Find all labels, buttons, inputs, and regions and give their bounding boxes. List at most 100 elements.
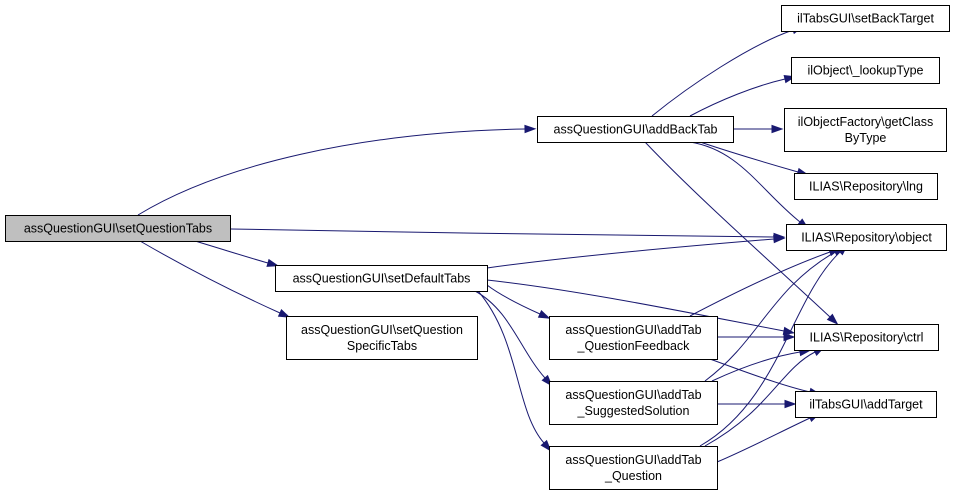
node-label: assQuestionGUI\setQuestionTabs	[24, 222, 212, 236]
edge-setDefaultTabs-to-ctrl	[486, 279, 796, 336]
edge-addTabQuestionFeedback-to-ctrl	[716, 332, 796, 342]
edge-setDefaultTabs-to-addTabQuestion	[477, 290, 552, 452]
edge-line	[711, 351, 801, 382]
edge-line	[689, 251, 831, 317]
edge-arrowhead	[540, 439, 552, 452]
edge-line	[689, 78, 786, 117]
nodes-layer: assQuestionGUI\setQuestionTabs assQuestio…	[5, 5, 950, 490]
node-label: SpecificTabs	[347, 339, 417, 353]
edge-addBackTab-to-setBackTarget	[651, 26, 804, 117]
node-addTabQuestion[interactable]: assQuestionGUI\addTab _Question	[549, 446, 718, 490]
node-box	[794, 324, 939, 351]
edge-setQuestionTabs-to-object	[230, 228, 786, 242]
node-label: assQuestionGUI\setQuestion	[301, 323, 463, 337]
edge-line	[486, 238, 775, 269]
edge-line	[651, 29, 794, 117]
node-box	[286, 316, 478, 360]
node-label: _SuggestedSolution	[577, 404, 690, 418]
edge-addBackTab-to-lookupType	[689, 75, 797, 117]
edge-addTabQuestionFeedback-to-object	[689, 248, 841, 317]
edge-line	[716, 417, 811, 463]
node-label: ilTabsGUI\addTarget	[809, 398, 923, 412]
edge-line	[699, 141, 799, 173]
edge-arrowhead	[771, 124, 784, 134]
node-box	[537, 116, 734, 143]
edge-line	[477, 290, 545, 444]
node-addTarget[interactable]: ilTabsGUI\addTarget	[795, 391, 937, 418]
node-label: ilObject\_lookupType	[807, 64, 923, 78]
node-label: assQuestionGUI\addTab	[565, 388, 701, 402]
node-setBackTarget[interactable]: ilTabsGUI\setBackTarget	[781, 5, 950, 32]
edge-line	[486, 279, 785, 332]
edge-setDefaultTabs-to-addTabQuestionFeedback	[486, 284, 551, 319]
node-box	[795, 391, 937, 418]
node-label: assQuestionGUI\addTab	[565, 453, 701, 467]
node-box	[794, 173, 938, 200]
edge-arrowhead	[537, 309, 551, 319]
edge-line	[474, 290, 546, 379]
node-object[interactable]: ILIAS\Repository\object	[786, 224, 947, 251]
edge-addBackTab-to-object	[689, 141, 809, 230]
node-label: assQuestionGUI\addBackTab	[554, 123, 718, 137]
node-box	[784, 108, 947, 152]
edge-setQuestionTabs-to-setQuestionSpecificTabs	[139, 240, 291, 318]
node-lng[interactable]: ILIAS\Repository\lng	[794, 173, 938, 200]
node-box	[786, 224, 947, 251]
edge-addBackTab-to-ctrl	[644, 141, 839, 325]
edge-addTabSuggestedSolution-to-addTarget	[716, 399, 797, 409]
edge-arrowhead	[266, 258, 280, 267]
node-label: ILIAS\Repository\ctrl	[810, 331, 924, 345]
node-addTabSuggestedSolution[interactable]: assQuestionGUI\addTab _SuggestedSolution	[549, 381, 718, 425]
edge-line	[194, 240, 269, 264]
node-label: ilTabsGUI\setBackTarget	[797, 12, 934, 26]
edge-arrowhead	[784, 399, 797, 409]
edge-line	[230, 228, 775, 238]
edge-addBackTab-to-getClassByType	[732, 124, 784, 134]
edge-arrowhead	[277, 308, 291, 318]
node-box	[549, 316, 718, 360]
edge-setDefaultTabs-to-object	[486, 234, 786, 269]
node-box	[549, 446, 718, 490]
node-setQuestionTabs[interactable]: assQuestionGUI\setQuestionTabs	[5, 215, 231, 242]
node-label: ILIAS\Repository\object	[801, 231, 932, 245]
node-box	[791, 57, 940, 84]
edges-layer	[137, 26, 849, 463]
node-addBackTab[interactable]: assQuestionGUI\addBackTab	[537, 116, 734, 143]
edge-arrowhead	[773, 234, 786, 244]
node-label: ByType	[845, 131, 887, 145]
node-addTabQuestionFeedback[interactable]: assQuestionGUI\addTab _QuestionFeedback	[549, 316, 718, 360]
edge-setDefaultTabs-to-addTabSuggestedSolution	[474, 290, 553, 387]
node-setDefaultTabs[interactable]: assQuestionGUI\setDefaultTabs	[275, 265, 488, 292]
edge-arrowhead	[782, 326, 796, 336]
edge-line	[689, 141, 801, 223]
edge-line	[486, 284, 541, 315]
edge-addTabSuggestedSolution-to-object	[704, 246, 845, 382]
node-box	[549, 381, 718, 425]
node-box	[781, 5, 950, 32]
edge-line	[137, 128, 526, 216]
edge-line	[644, 141, 831, 318]
edge-setQuestionTabs-to-setDefaultTabs	[194, 240, 280, 267]
node-label: ILIAS\Repository\lng	[809, 180, 923, 194]
edge-arrowhead	[524, 124, 537, 134]
edge-setQuestionTabs-to-addBackTab	[137, 124, 537, 216]
node-box	[275, 265, 488, 292]
node-label: assQuestionGUI\addTab	[565, 323, 701, 337]
edge-line	[139, 240, 281, 314]
node-box	[5, 215, 231, 242]
node-ctrl[interactable]: ILIAS\Repository\ctrl	[794, 324, 939, 351]
edge-line	[704, 251, 836, 382]
node-label: _QuestionFeedback	[577, 339, 691, 353]
edge-addTabQuestionFeedback-to-addTarget	[709, 358, 822, 396]
node-lookupType[interactable]: ilObject\_lookupType	[791, 57, 940, 84]
edge-line	[709, 358, 811, 393]
node-label: _Question	[604, 469, 662, 483]
edge-line	[704, 351, 816, 447]
edge-arrowhead	[826, 313, 839, 325]
edge-line	[699, 251, 841, 447]
node-label: ilObjectFactory\getClass	[798, 115, 933, 129]
node-label: assQuestionGUI\setDefaultTabs	[293, 272, 471, 286]
